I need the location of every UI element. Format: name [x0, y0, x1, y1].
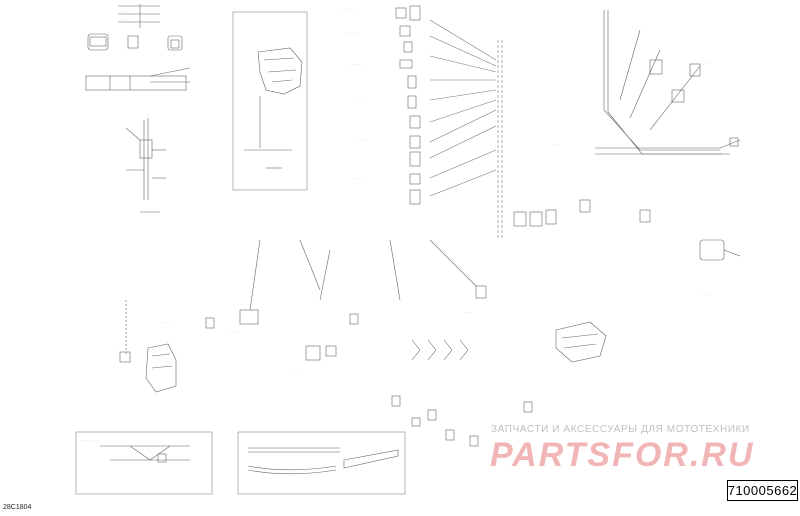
sensor-harness-left [125, 118, 166, 213]
splice-detail [100, 445, 190, 463]
detail-frame-bottom-left [75, 431, 213, 495]
control-unit-left [119, 300, 177, 393]
detail-frame-ecm [232, 11, 308, 191]
main-harness-trunk [429, 19, 503, 240]
relay-block-right [555, 321, 607, 363]
figure-code: 28C1804 [3, 504, 32, 511]
connector-cluster-center [205, 239, 487, 361]
connector-column-center [395, 5, 421, 205]
watermark-tagline: ЗАПЧАСТИ И АКСЕССУАРЫ ДЛЯ МОТОТЕХНИКИ [491, 424, 750, 435]
terminal-strip [85, 67, 191, 91]
harness-upper-right [595, 10, 741, 155]
ecm-module [244, 47, 303, 169]
harness-routing-detail [247, 447, 399, 475]
connector-group-mid-right [513, 199, 741, 261]
connector-group-bottom [391, 395, 533, 447]
watermark-logo: PARTSFOR.RU [490, 436, 755, 474]
part-number-box: 710005662 [727, 480, 798, 501]
connector-legend-top-left [87, 4, 183, 51]
detail-frame-bottom-center [237, 431, 406, 495]
